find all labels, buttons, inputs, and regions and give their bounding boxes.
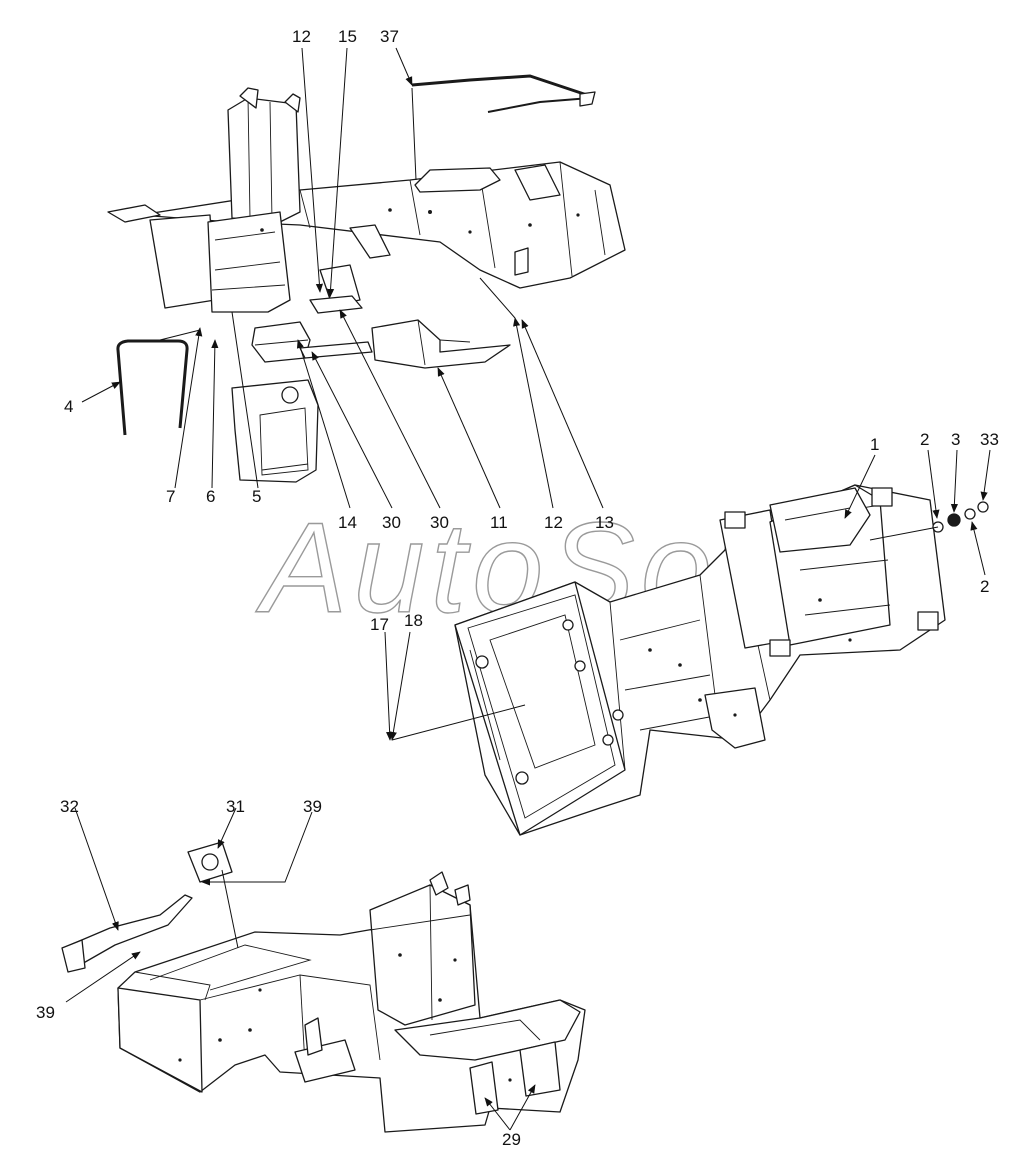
callout-17: 17 [370,615,389,634]
callout-13: 13 [595,513,614,532]
callout-12-bottom: 12 [544,513,563,532]
callout-7: 7 [166,487,175,506]
callout-4: 4 [64,397,73,416]
callout-labels: 12 15 37 4 7 6 5 14 30 30 11 12 13 1 2 3… [36,27,999,1149]
callout-18: 18 [404,611,423,630]
callout-2-bottom: 2 [980,577,989,596]
callout-1: 1 [870,435,879,454]
callout-37: 37 [380,27,399,46]
callout-29: 29 [502,1130,521,1149]
middle-frame-assembly [454,484,989,836]
callout-30-a: 30 [382,513,401,532]
callout-14: 14 [338,513,357,532]
callout-39-bottom: 39 [36,1003,55,1022]
callout-5: 5 [252,487,261,506]
callout-30-b: 30 [430,513,449,532]
lower-frame-assembly [61,841,586,1133]
callout-2-top: 2 [920,430,929,449]
callout-11: 11 [490,513,508,532]
callout-32: 32 [60,797,79,816]
callout-6: 6 [206,487,215,506]
callout-12-top: 12 [292,27,311,46]
callout-39-top: 39 [303,797,322,816]
upper-frame-assembly [107,74,626,483]
callout-3: 3 [951,430,960,449]
callout-15: 15 [338,27,357,46]
leader-lines [65,47,991,1131]
callout-33: 33 [980,430,999,449]
callout-31: 31 [226,797,245,816]
